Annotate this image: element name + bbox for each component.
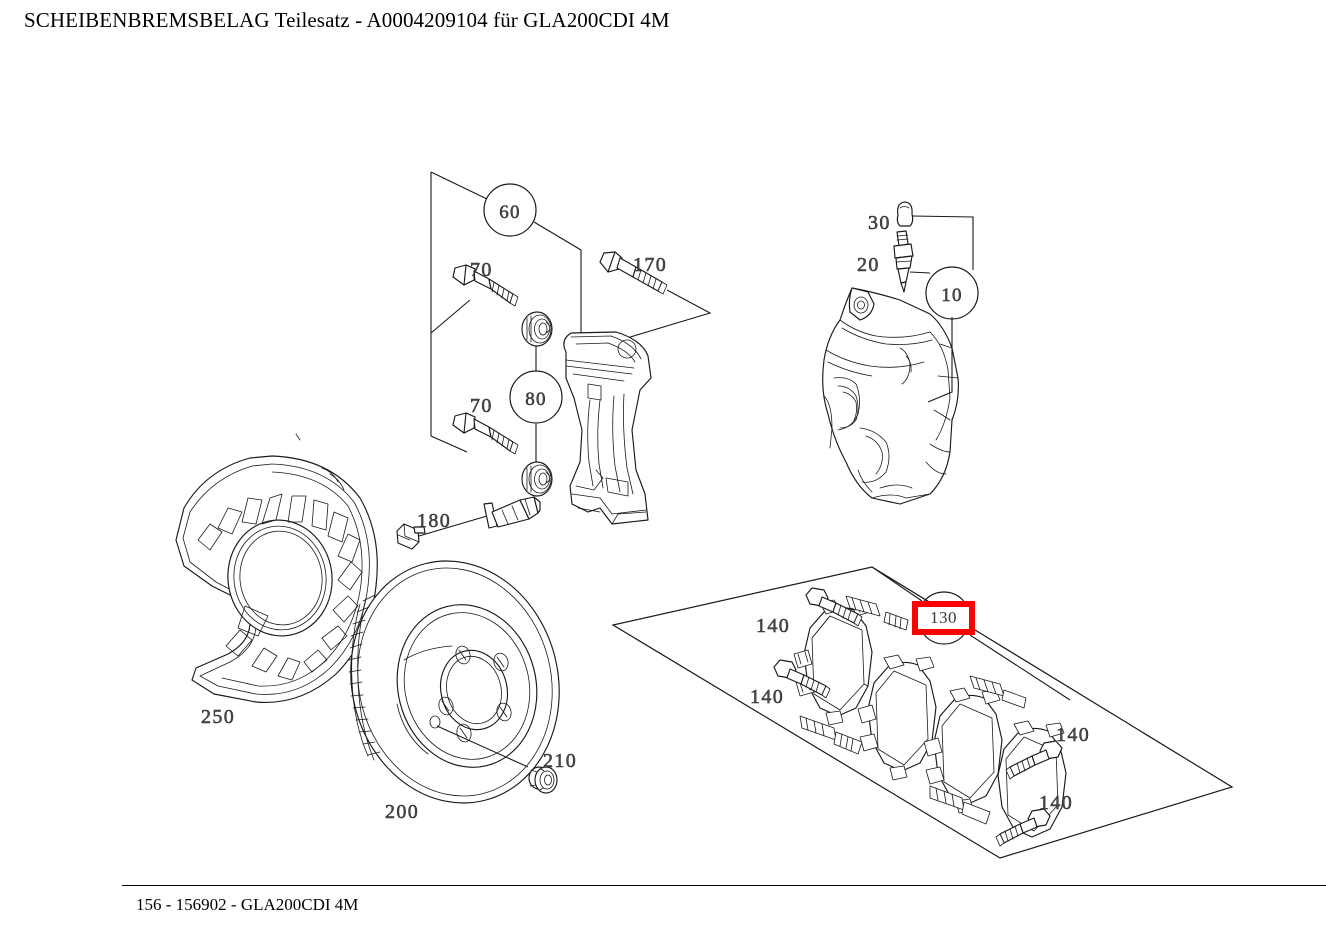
callout-label-10: 10 bbox=[941, 285, 962, 306]
part-brake-caliper-body bbox=[822, 287, 959, 505]
callout-label-20: 20 bbox=[857, 254, 880, 276]
callout-circle-80 bbox=[509, 370, 563, 424]
callout-label-140a: 140 bbox=[756, 615, 790, 637]
part-bleeder-cap bbox=[896, 201, 914, 227]
callout-label-140d: 140 bbox=[1039, 792, 1073, 814]
callout-label-210: 210 bbox=[543, 750, 577, 772]
part-pad-bolt-2 bbox=[773, 659, 831, 699]
callout-bracket-10 bbox=[909, 215, 974, 403]
part-disc-retaining-screw bbox=[528, 766, 558, 794]
callout-label-140c: 140 bbox=[1056, 724, 1090, 746]
footer-caption: 156 - 156902 - GLA200CDI 4M bbox=[136, 895, 359, 914]
part-brake-dust-shield bbox=[175, 433, 378, 704]
highlight-box-130[interactable]: 130 bbox=[912, 601, 975, 635]
callout-label-30: 30 bbox=[868, 212, 891, 234]
callout-label-180: 180 bbox=[417, 510, 451, 532]
callout-label-70b: 70 bbox=[470, 395, 493, 417]
highlight-box-130-label: 130 bbox=[930, 608, 957, 627]
callout-label-140b: 140 bbox=[750, 686, 784, 708]
part-brake-pad-3 bbox=[923, 687, 1003, 814]
page-title: SCHEIBENBREMSBELAG Teilesatz - A00042091… bbox=[24, 8, 670, 32]
brake-pad-set-boundary bbox=[611, 566, 1234, 859]
part-guide-pin-bushings bbox=[521, 311, 553, 497]
callout-label-60: 60 bbox=[499, 202, 520, 223]
callout-label-170: 170 bbox=[633, 254, 667, 276]
callout-circle-10 bbox=[925, 266, 979, 320]
part-pad-bolt-3 bbox=[1005, 740, 1063, 780]
part-bleeder-screw bbox=[893, 230, 914, 293]
part-brake-wear-sensor bbox=[396, 496, 541, 550]
callout-label-80: 80 bbox=[525, 389, 546, 410]
part-guide-bolt-upper bbox=[452, 264, 519, 307]
callout-label-200: 200 bbox=[385, 801, 419, 823]
page-footer: 156 - 156902 - GLA200CDI 4M bbox=[0, 885, 1326, 937]
callout-label-250: 250 bbox=[201, 706, 235, 728]
part-pad-bolt-1 bbox=[805, 587, 863, 627]
part-pad-retaining-clips bbox=[799, 595, 1027, 825]
callout-circle-60 bbox=[483, 183, 537, 237]
footer-divider bbox=[122, 885, 1326, 886]
part-guide-bolt-lower bbox=[452, 412, 519, 455]
callout-label-70a: 70 bbox=[470, 259, 493, 281]
part-brake-disc bbox=[348, 560, 560, 804]
part-brake-pad-2 bbox=[857, 654, 937, 781]
callout-bracket-60 bbox=[430, 171, 582, 453]
part-pad-bolt-4 bbox=[995, 808, 1051, 847]
callout-leader-130 bbox=[871, 566, 1071, 701]
part-caliper-carrier bbox=[563, 331, 652, 525]
